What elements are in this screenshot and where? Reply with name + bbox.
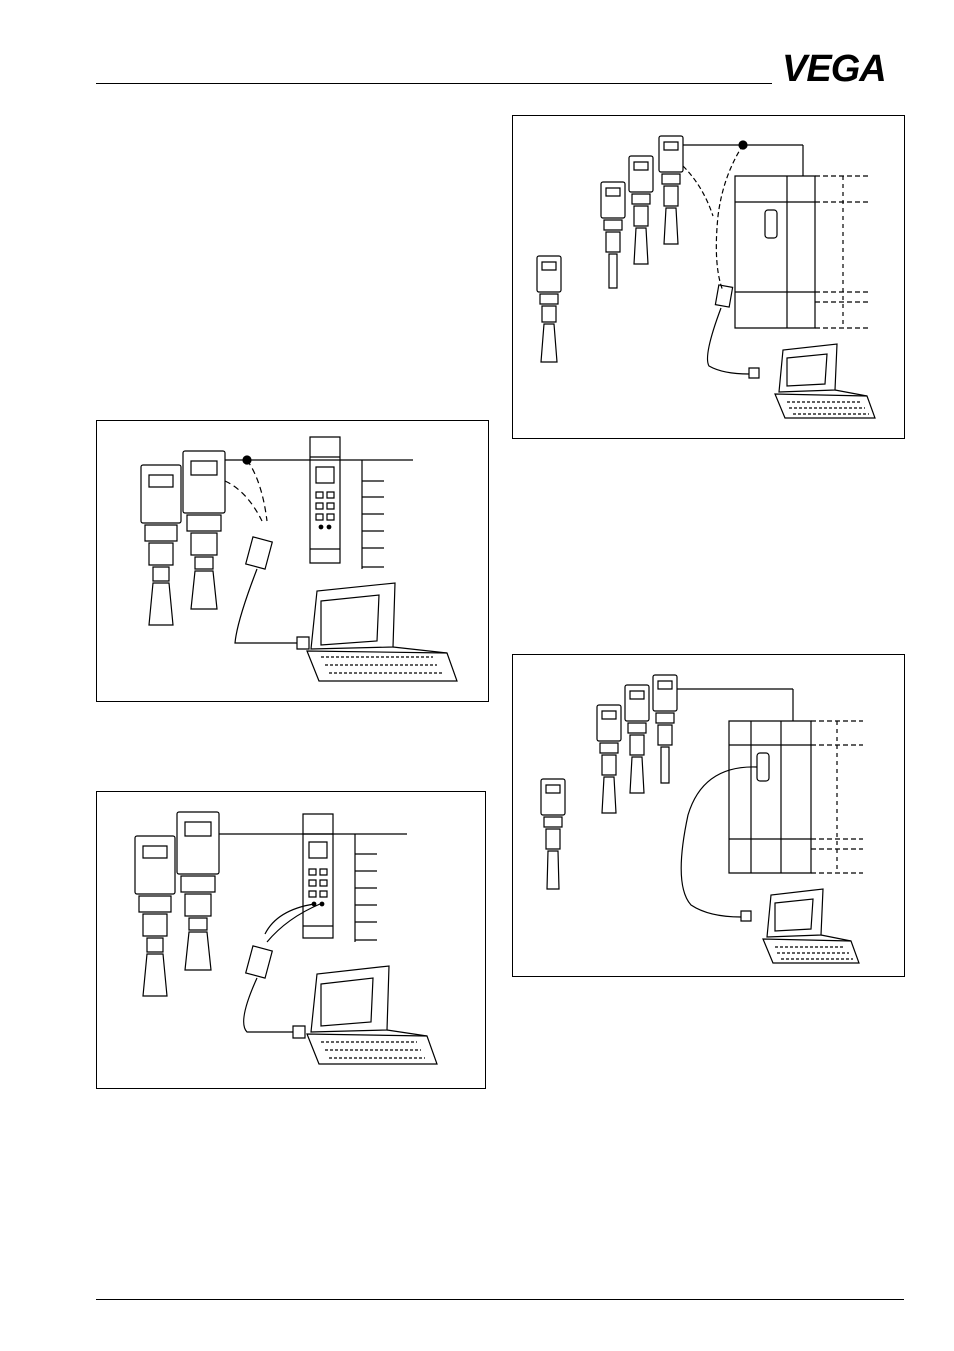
footer-rule bbox=[96, 1299, 904, 1300]
laptop bbox=[307, 966, 437, 1064]
figure-sensor-display-laptop bbox=[96, 420, 489, 702]
sensor-left bbox=[141, 465, 181, 625]
terminal-lines bbox=[355, 834, 377, 942]
sensor-3 bbox=[625, 685, 649, 793]
laptop bbox=[307, 583, 457, 681]
sensor-2 bbox=[597, 705, 621, 813]
interface-adapter bbox=[235, 537, 309, 649]
vega-logo: VEGA bbox=[782, 50, 886, 88]
display-module bbox=[310, 437, 340, 563]
rack-card bbox=[735, 176, 868, 328]
figure-sensor-module-adapter-laptop bbox=[96, 791, 486, 1089]
sensor-2 bbox=[601, 182, 625, 288]
sensor-3 bbox=[629, 156, 653, 264]
header-rule bbox=[96, 83, 772, 84]
sensor-right bbox=[183, 451, 225, 609]
rack-card bbox=[729, 721, 863, 873]
terminal-lines bbox=[362, 460, 384, 569]
sensor-4 bbox=[653, 675, 677, 783]
laptop bbox=[775, 344, 875, 418]
sensor-left bbox=[135, 836, 175, 996]
display-module bbox=[303, 814, 333, 938]
serial-cable bbox=[681, 767, 757, 917]
sensor-1 bbox=[541, 779, 565, 889]
interface-adapter bbox=[244, 946, 305, 1038]
sensor-right bbox=[177, 812, 219, 970]
sensor-4 bbox=[659, 136, 683, 244]
figure-sensors-rack-adapter-laptop bbox=[512, 115, 905, 439]
interface-adapter bbox=[708, 285, 760, 378]
sensor-1 bbox=[537, 256, 561, 362]
figure-sensors-rack-laptop bbox=[512, 654, 905, 977]
laptop bbox=[763, 889, 859, 963]
